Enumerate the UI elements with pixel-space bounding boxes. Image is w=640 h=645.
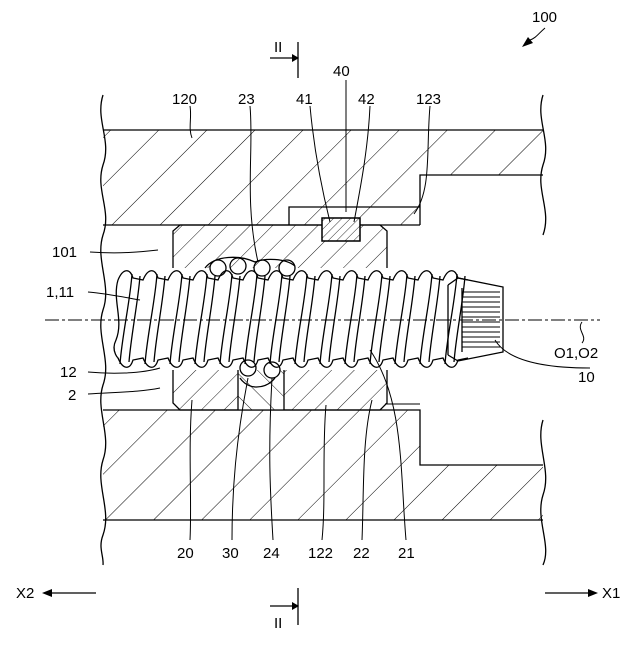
screw-shaft	[114, 271, 468, 368]
label-1-11: 1,11	[46, 284, 74, 301]
direction-left: X2	[16, 585, 96, 602]
nut-lower	[173, 370, 387, 410]
label-22: 22	[353, 545, 370, 562]
direction-left-label: X2	[16, 585, 34, 602]
direction-right: X1	[545, 585, 620, 602]
label-123: 123	[416, 91, 441, 108]
section-mark-top: II	[270, 39, 299, 78]
label-o1-o2: O1,O2	[554, 345, 598, 362]
label-2: 2	[68, 387, 76, 404]
direction-right-label: X1	[602, 585, 620, 602]
section-label-bottom: II	[274, 615, 282, 632]
section-label-top: II	[274, 39, 282, 56]
label-23: 23	[238, 91, 255, 108]
figure-ref-label: 100	[532, 9, 557, 26]
section-mark-bottom: II	[270, 588, 299, 632]
label-20: 20	[177, 545, 194, 562]
label-41: 41	[296, 91, 313, 108]
housing-upper	[103, 130, 543, 225]
label-10: 10	[578, 369, 595, 386]
label-30: 30	[222, 545, 239, 562]
housing-lower	[103, 404, 543, 520]
label-42: 42	[358, 91, 375, 108]
label-122: 122	[308, 545, 333, 562]
label-21: 21	[398, 545, 415, 562]
label-40: 40	[333, 63, 350, 80]
figure-ref: 100	[522, 9, 557, 47]
label-12: 12	[60, 364, 77, 381]
label-120: 120	[172, 91, 197, 108]
label-101: 101	[52, 244, 77, 261]
label-24: 24	[263, 545, 280, 562]
